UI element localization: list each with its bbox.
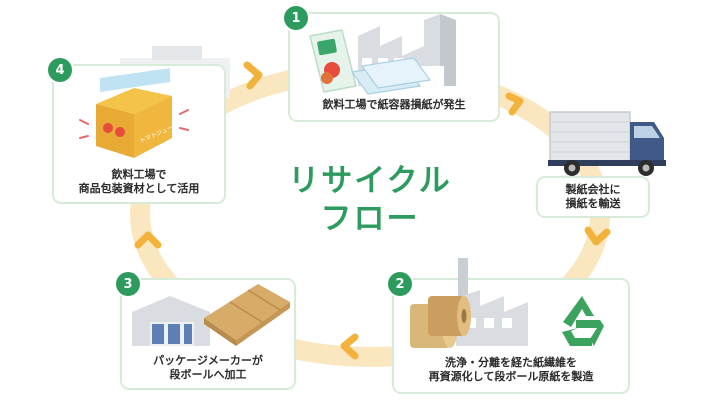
flow-arrow-bottom [340,333,359,360]
transport-card: 製紙会社に 損紙を輸送 [536,176,650,218]
flow-arrow-top-right [505,92,524,116]
step-3-badge: 3 [116,272,140,296]
flow-arrow-right [584,226,611,246]
step-2-caption-2: 再資源化して段ボール原紙を製造 [428,370,594,383]
transport-caption-1: 製紙会社に [565,183,621,196]
step-4-caption-2: 商品包装資材として活用 [78,182,200,195]
step-3-caption-2: 段ボールへ加工 [169,368,247,381]
step-1-caption: 飲料工場で紙容器損紙が発生 [322,98,466,111]
step-2-badge: 2 [388,272,412,296]
step-4-badge: 4 [48,58,72,82]
diagram-title: リサイクル フロー [250,162,490,238]
flow-arrow-top-left [243,61,263,90]
step-1-badge: 1 [284,6,308,30]
title-line-1: リサイクル [288,163,452,199]
transport-caption-2: 損紙を輸送 [565,197,621,210]
flow-arrow-left [134,231,162,249]
step-3-caption-1: パッケージメーカーが [153,354,263,367]
step-2-caption-1: 洗浄・分離を経た紙繊維を [445,356,577,369]
title-line-2: フロー [320,201,420,237]
step-4-caption-1: 飲料工場で [111,168,167,181]
